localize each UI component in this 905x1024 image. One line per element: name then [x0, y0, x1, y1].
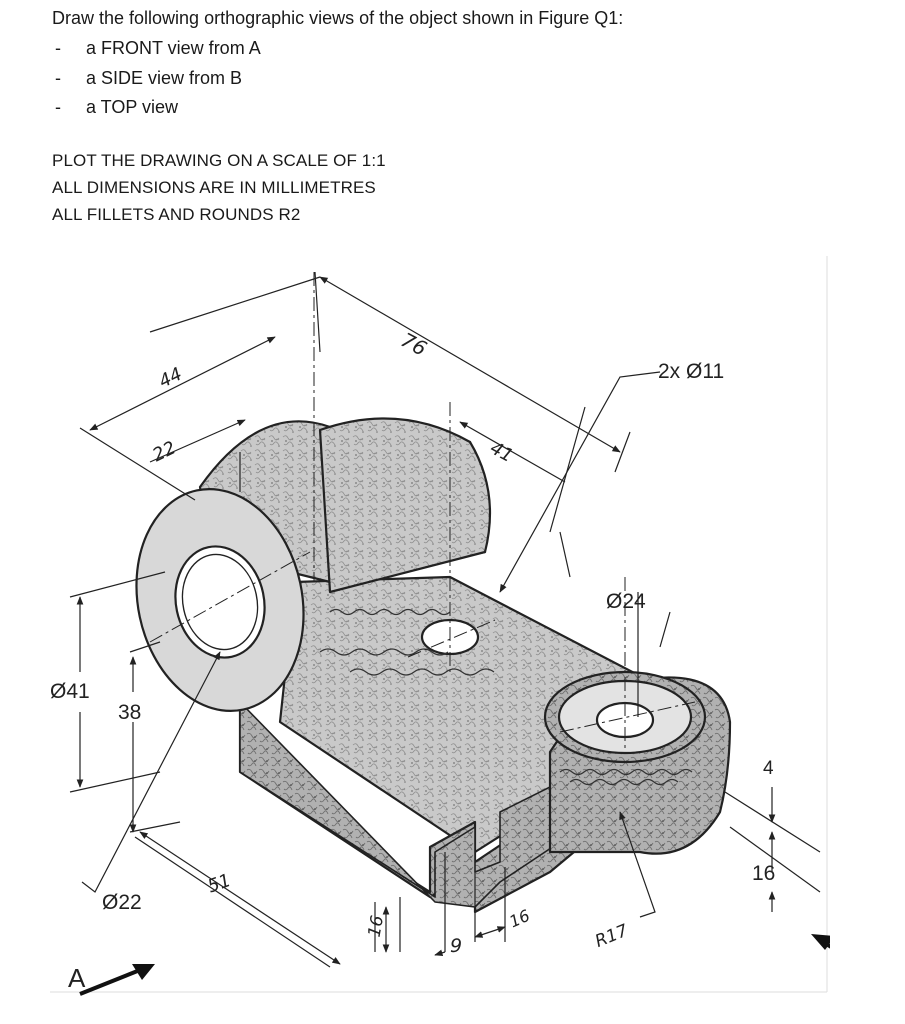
dim-22: 22	[149, 437, 179, 466]
view-arrows	[79, 934, 830, 996]
dim-4: 4	[763, 758, 774, 779]
dim-76: 76	[397, 328, 431, 361]
bullet-side-view: a SIDE view from B	[86, 68, 243, 88]
arrow-head-icon	[811, 934, 830, 950]
object-body	[135, 417, 732, 914]
dim-41: 41	[486, 438, 516, 467]
dim-16-bottom: 16	[365, 914, 388, 939]
dim-38: 38	[118, 701, 141, 724]
dim-dia22: Ø22	[102, 891, 142, 914]
dim-9: 9	[450, 935, 462, 957]
isometric-drawing: 76 44 22 41 2x Ø11 Ø24 Ø41 38 4 16 Ø22 5…	[50, 256, 830, 996]
note-scale: PLOT THE DRAWING ON A SCALE OF 1:1	[52, 151, 386, 170]
dim-holes: 2x Ø11	[658, 360, 724, 383]
bullet-dash: -	[55, 97, 61, 117]
dim-51: 51	[205, 870, 234, 898]
dimension-lines	[76, 276, 776, 965]
fillet-shading	[319, 608, 693, 786]
dim-44: 44	[156, 364, 186, 393]
bullet-dash: -	[55, 38, 61, 58]
dim-dia41: Ø41	[50, 680, 90, 703]
note-units: ALL DIMENSIONS ARE IN MILLIMETRES	[52, 178, 376, 197]
view-label-a: A	[68, 963, 86, 993]
bullet-top-view: a TOP view	[86, 97, 179, 117]
view-arrow-a	[79, 966, 146, 996]
instruction-intro: Draw the following orthographic views of…	[52, 8, 624, 28]
dim-16-small: 16	[506, 906, 532, 932]
leader-lines	[81, 371, 661, 918]
dim-16-right: 16	[752, 862, 775, 885]
bullet-front-view: a FRONT view from A	[86, 38, 261, 58]
dim-dia24: Ø24	[606, 590, 646, 613]
note-fillets: ALL FILLETS AND ROUNDS R2	[52, 205, 301, 224]
bullet-dash: -	[55, 68, 61, 88]
dim-r17: R17	[592, 921, 631, 952]
arrow-head-icon	[132, 964, 155, 980]
